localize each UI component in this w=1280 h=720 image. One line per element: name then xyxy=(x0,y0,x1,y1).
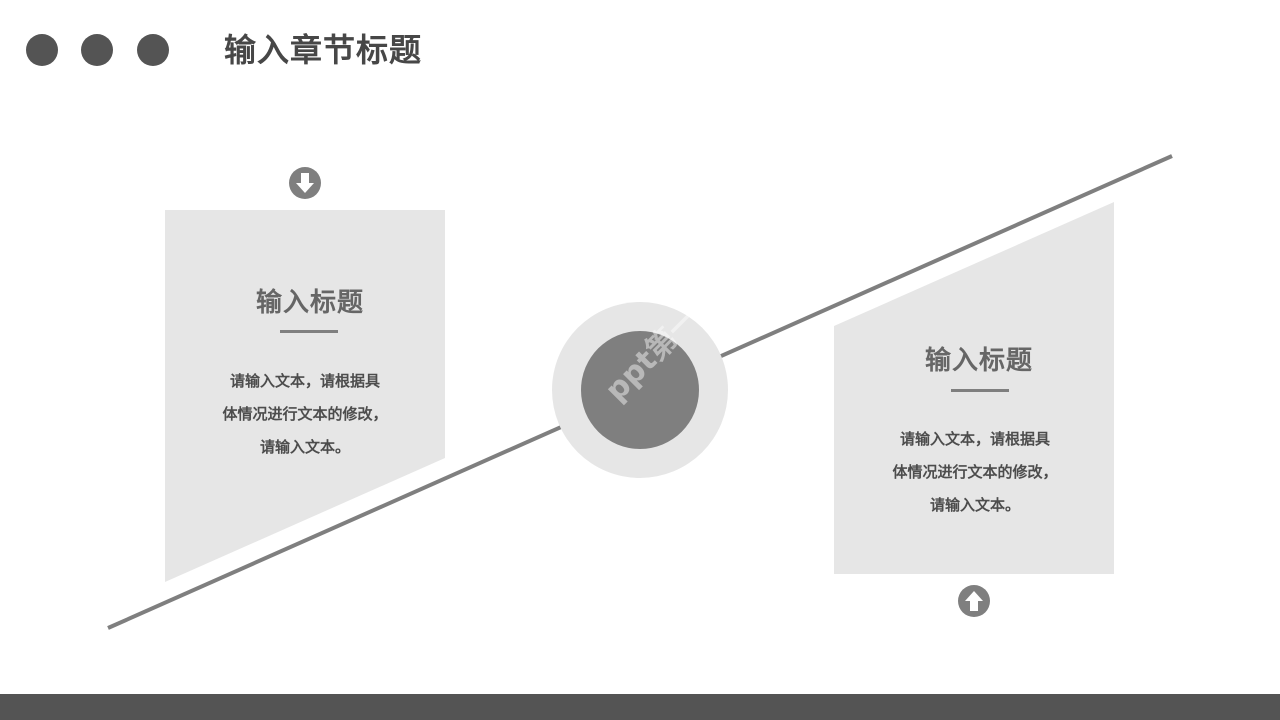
card-right-divider xyxy=(951,389,1009,392)
header-dot-1 xyxy=(26,34,58,66)
card-left-title: 输入标题 xyxy=(255,288,364,318)
card-right-shape xyxy=(834,202,1114,574)
header-dot-3 xyxy=(137,34,169,66)
arrow-up-circle-icon xyxy=(957,584,991,618)
card-left-shape xyxy=(165,210,445,582)
card-right-body-line-1: 请输入文本，请根据具 xyxy=(899,430,1050,448)
footer-bar xyxy=(0,694,1280,720)
center-circle-inner xyxy=(581,331,699,449)
card-left-body-line-2: 体情况进行文本的修改， xyxy=(222,405,388,423)
card-left-body: 请输入文本，请根据具 体情况进行文本的修改， 请输入文本。 xyxy=(165,365,445,464)
card-left-body-line-1: 请输入文本，请根据具 xyxy=(229,372,380,390)
card-left-body-line-3: 请输入文本。 xyxy=(259,438,350,456)
arrow-down-circle-icon xyxy=(288,166,322,200)
card-right-title: 输入标题 xyxy=(924,346,1033,376)
card-right-body-line-2: 体情况进行文本的修改， xyxy=(892,463,1058,481)
card-right-body-line-3: 请输入文本。 xyxy=(929,496,1020,514)
card-right-body: 请输入文本，请根据具 体情况进行文本的修改， 请输入文本。 xyxy=(834,423,1116,522)
card-left-divider xyxy=(280,330,338,333)
header-dot-2 xyxy=(81,34,113,66)
section-title: 输入章节标题 xyxy=(224,31,423,69)
